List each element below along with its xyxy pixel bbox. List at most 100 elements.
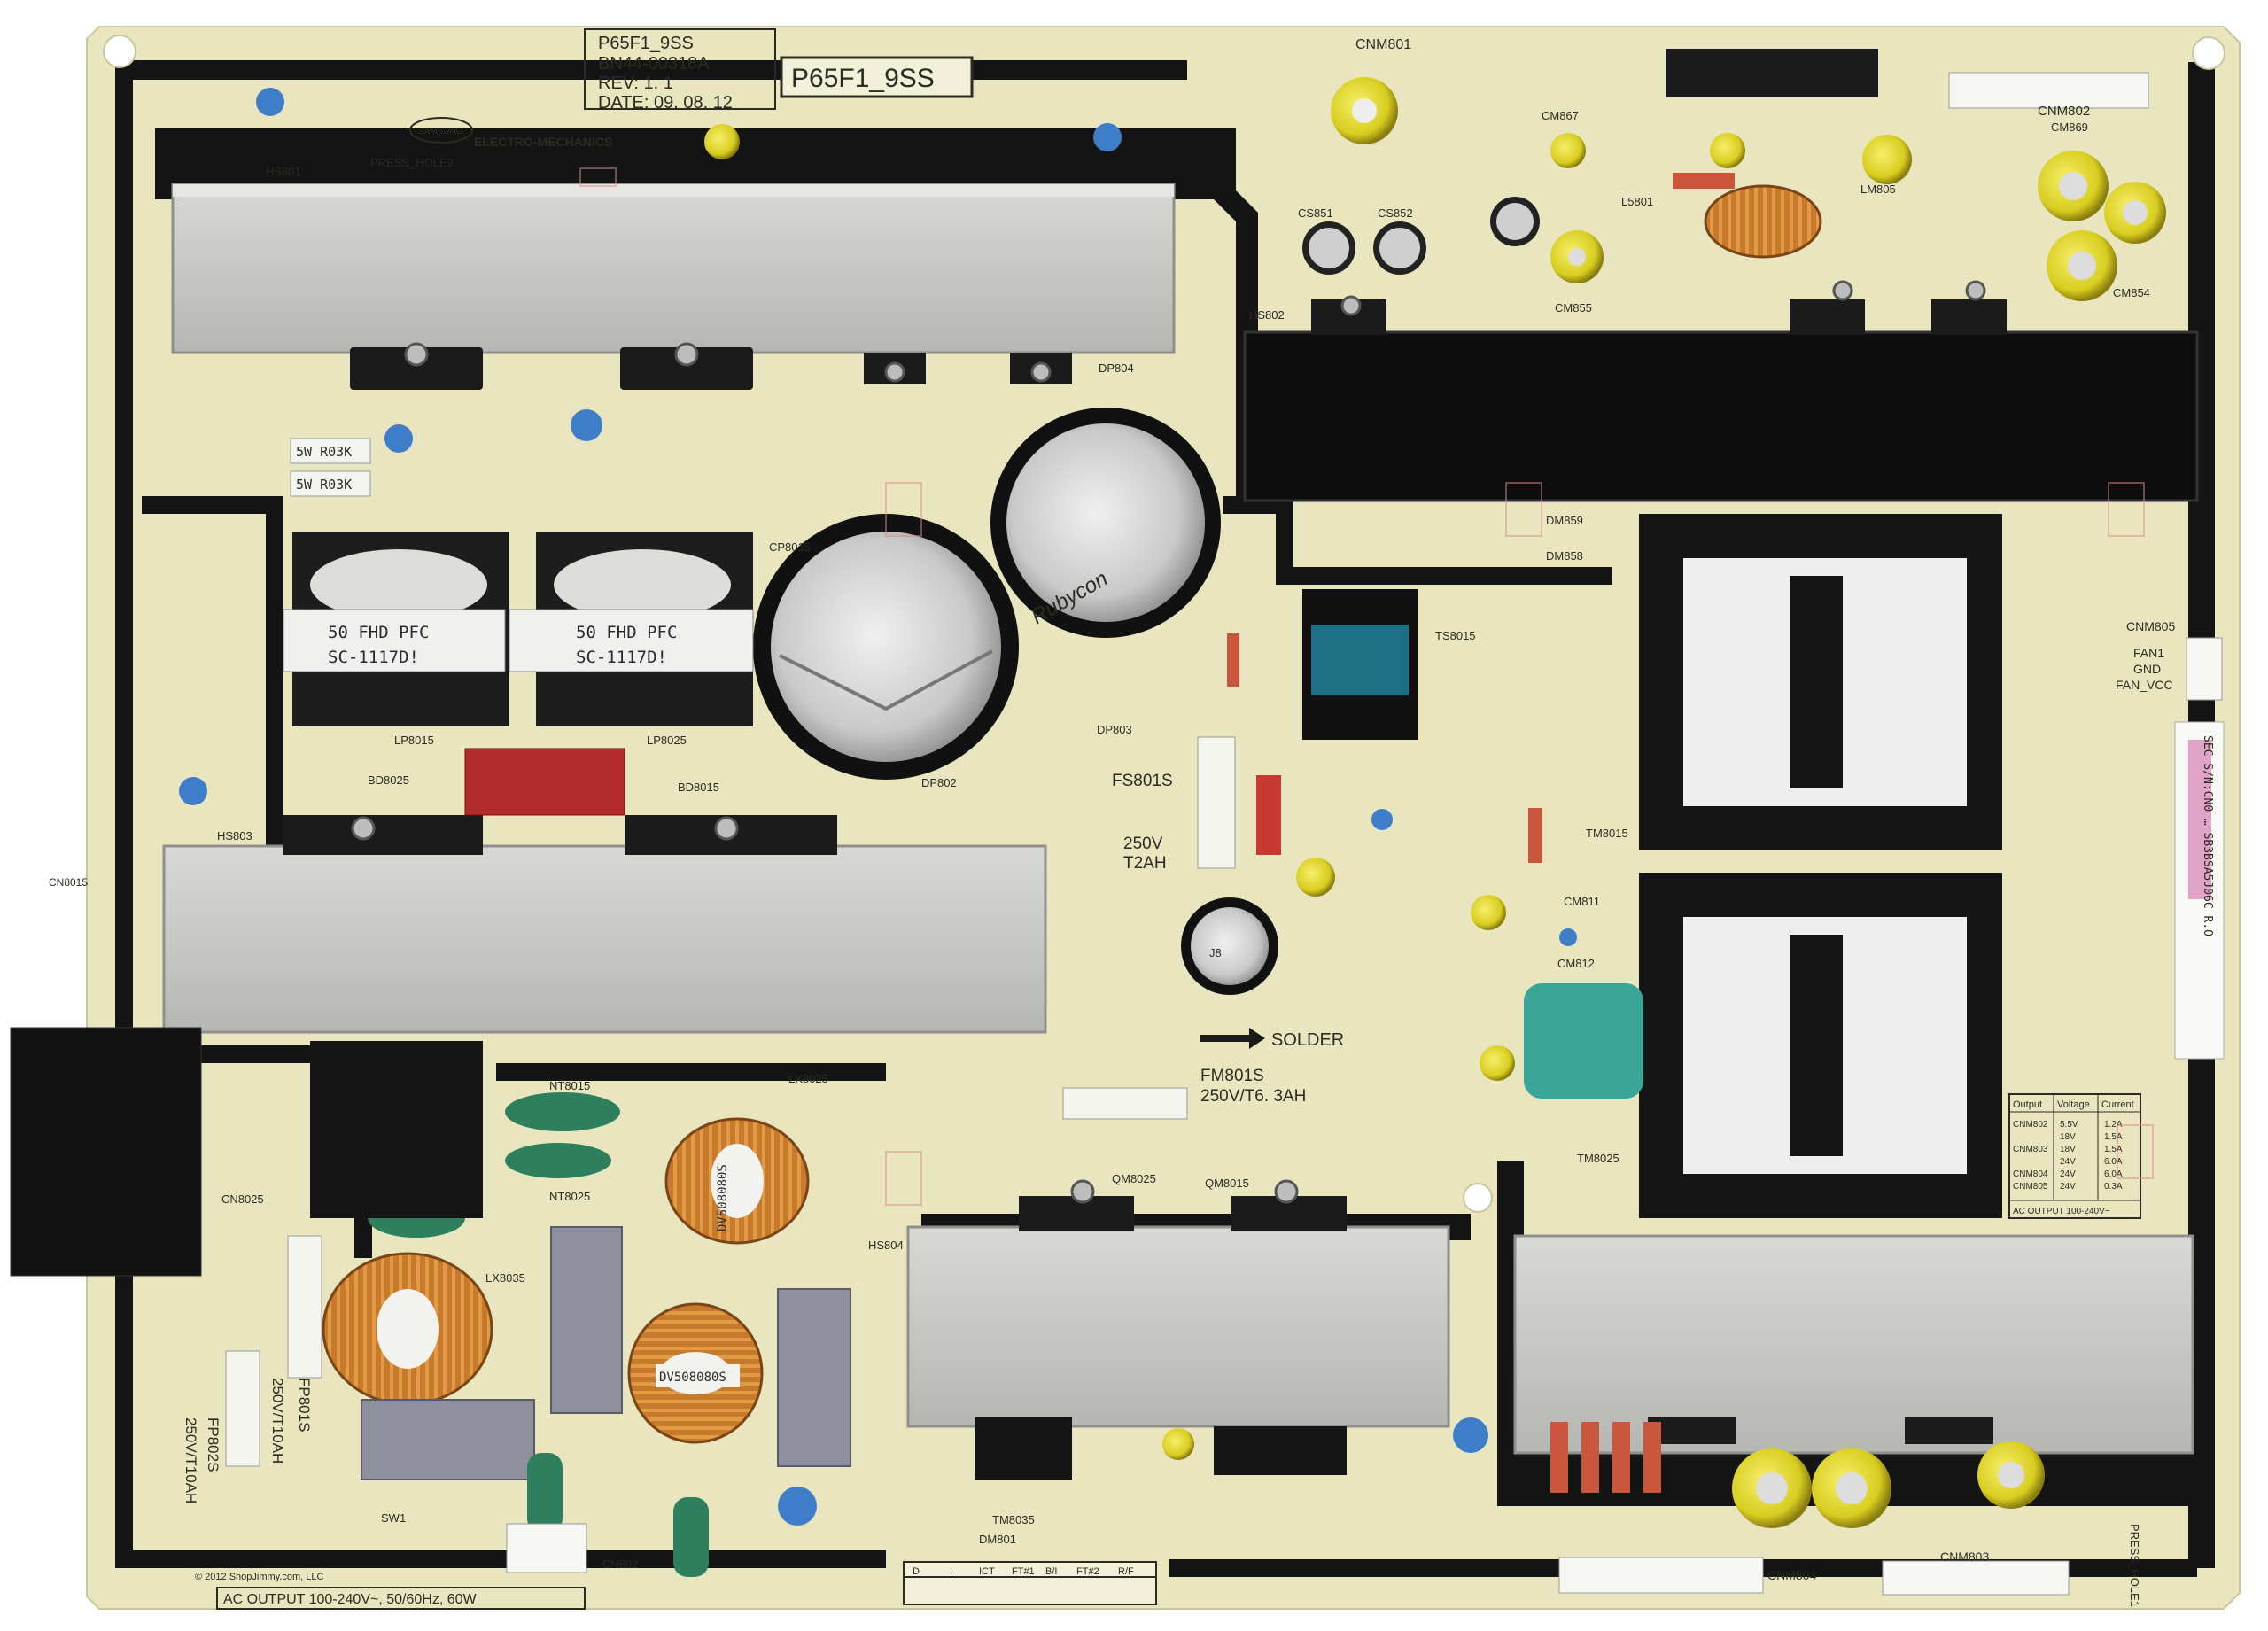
refdes-dp802: DP802 [921, 776, 957, 789]
refdes-cnm805: CNM805 [2126, 619, 2175, 633]
board-part-number: BN44-00318A [598, 54, 710, 74]
refdes-hs802: HS802 [1249, 308, 1285, 322]
x-capacitors [361, 1226, 851, 1480]
qc-col-rf: R/F [1118, 1566, 1134, 1577]
refdes-cn802: CN802 [602, 1557, 638, 1571]
fuse-fm801s [1062, 1087, 1188, 1120]
heatsink-top-right [1243, 330, 2199, 502]
solder-arrow [1200, 1028, 1265, 1049]
refdes-qm8015: QM8015 [1205, 1177, 1249, 1190]
red-resistors [1227, 173, 1735, 1493]
heatsink-mid-left [162, 844, 1047, 1034]
output-row3-volt: 24V [2060, 1157, 2076, 1167]
trace-left-top [155, 128, 1258, 496]
refdes-tm8015: TM8015 [1586, 827, 1628, 840]
refdes-tm8025: TM8025 [1577, 1152, 1619, 1165]
solder-text: SOLDER [1271, 1030, 1344, 1050]
pfc1-label: 50 FHD PFC [328, 623, 429, 642]
fuse-fp802s [225, 1350, 260, 1467]
output-row4-conn: CNM804 [2013, 1169, 2048, 1179]
fan-vcc-label: FAN_VCC [2116, 678, 2173, 692]
heatsink-bottom-center [906, 1225, 1450, 1428]
connectors [506, 49, 2223, 1596]
pfc2-code: SC-1117D! [576, 648, 667, 667]
refdes-lx8035: LX8035 [485, 1271, 525, 1285]
trace-center [1223, 496, 1612, 585]
output-table-footer: AC OUTPUT 100-240V~ [2013, 1207, 2110, 1216]
choke1-label: DV508080S [716, 1164, 730, 1231]
refdes-l5801: L5801 [1621, 195, 1653, 208]
press-hole1-text: PRESS_HOLE1 [2128, 1524, 2141, 1607]
refdes-cnm804: CNM804 [1767, 1568, 1816, 1582]
red-film-cap [464, 748, 625, 816]
output-row2-volt: 18V [2060, 1145, 2076, 1154]
pfc1-code: SC-1117D! [328, 648, 419, 667]
resistor-2-label: 5W R03K [296, 477, 352, 493]
refdes-hs803: HS803 [217, 829, 252, 843]
output-row1-amp: 1.5A [2104, 1132, 2123, 1142]
refdes-cs851: CS851 [1298, 206, 1333, 220]
output-row0-conn: CNM802 [2013, 1120, 2048, 1130]
refdes-cm869: CM869 [2051, 120, 2088, 134]
board-model: P65F1_9SS [598, 34, 694, 53]
fuse3-label: FP801S [296, 1378, 313, 1432]
trace-border-bottom [115, 1550, 886, 1568]
qc-col-ft2: FT#2 [1076, 1566, 1099, 1577]
board-revision: REV: 1. 1 [598, 74, 673, 93]
big-capacitors [753, 197, 1540, 995]
output-row5-volt: 24V [2060, 1182, 2076, 1192]
refdes-ts8015: TS8015 [1435, 629, 1476, 642]
heatsink-bottom-right [1513, 1234, 2194, 1455]
fuse-fs801s [1197, 736, 1236, 869]
fan-gnd-label: GND [2133, 662, 2161, 676]
relays [310, 1041, 1347, 1480]
output-row2-amp: 1.5A [2104, 1145, 2123, 1154]
output-row3-amp: 6.0A [2104, 1157, 2123, 1167]
refdes-cs852: CS852 [1378, 206, 1413, 220]
output-table [2008, 1093, 2141, 1219]
refdes-tm8035: TM8035 [992, 1513, 1035, 1526]
power-resistor-2 [290, 470, 371, 497]
refdes-j8: J8 [1209, 946, 1222, 959]
model-box [780, 56, 974, 98]
qc-col-d: D [913, 1566, 920, 1577]
copyright-text: © 2012 ShopJimmy.com, LLC [195, 1572, 324, 1582]
output-table-current: Current [2101, 1099, 2134, 1110]
refdes-bd8015: BD8015 [678, 781, 719, 794]
red-box-cap [1256, 775, 1281, 855]
pfc-coils [283, 532, 754, 726]
fuse-fp801s [287, 1235, 322, 1379]
qc-col-bi: B/I [1045, 1566, 1057, 1577]
refdes-hs804: HS804 [868, 1239, 904, 1252]
fuse2-rating: 250V/T6. 3AH [1200, 1087, 1306, 1106]
refdes-cm855: CM855 [1555, 301, 1592, 315]
trace-lower-mid [496, 1063, 886, 1081]
refdes-lx8025: LX8025 [788, 1072, 828, 1085]
refdes-cnm803: CNM803 [1940, 1549, 1989, 1564]
output-row5-amp: 0.3A [2104, 1182, 2123, 1192]
refdes-nt8015: NT8015 [549, 1079, 590, 1092]
heatsink-top-left [171, 183, 1176, 354]
pfc2-label: 50 FHD PFC [576, 623, 677, 642]
samsung-logo [409, 117, 473, 144]
sticker-text: SEC S/N:CN0 … SB3BSA5J06C R.O [2201, 735, 2214, 936]
title-box [584, 28, 776, 110]
refdes-dp804: DP804 [1099, 361, 1134, 375]
kb-marks [579, 167, 2154, 1206]
qc-col-ict: ICT [979, 1566, 995, 1577]
refdes-cm854: CM854 [2113, 286, 2150, 299]
output-row0-amp: 1.2A [2104, 1120, 2123, 1130]
board-model-large: P65F1_9SS [791, 64, 935, 93]
fuse4-label: FP802S [205, 1417, 221, 1472]
blue-y-caps [179, 88, 1577, 1526]
fuse3-rating: 250V/T10AH [269, 1378, 286, 1464]
refdes-qm8025: QM8025 [1112, 1172, 1156, 1185]
power-resistor-1 [290, 438, 371, 464]
fan1-label: FAN1 [2133, 646, 2164, 660]
board-date: DATE: 09. 08. 12 [598, 93, 733, 113]
refdes-cm867: CM867 [1542, 109, 1579, 122]
qc-table [903, 1561, 1157, 1605]
press-hole2-text: PRESS_HOLE2 [370, 156, 454, 169]
output-row4-amp: 6.0A [2104, 1169, 2123, 1179]
